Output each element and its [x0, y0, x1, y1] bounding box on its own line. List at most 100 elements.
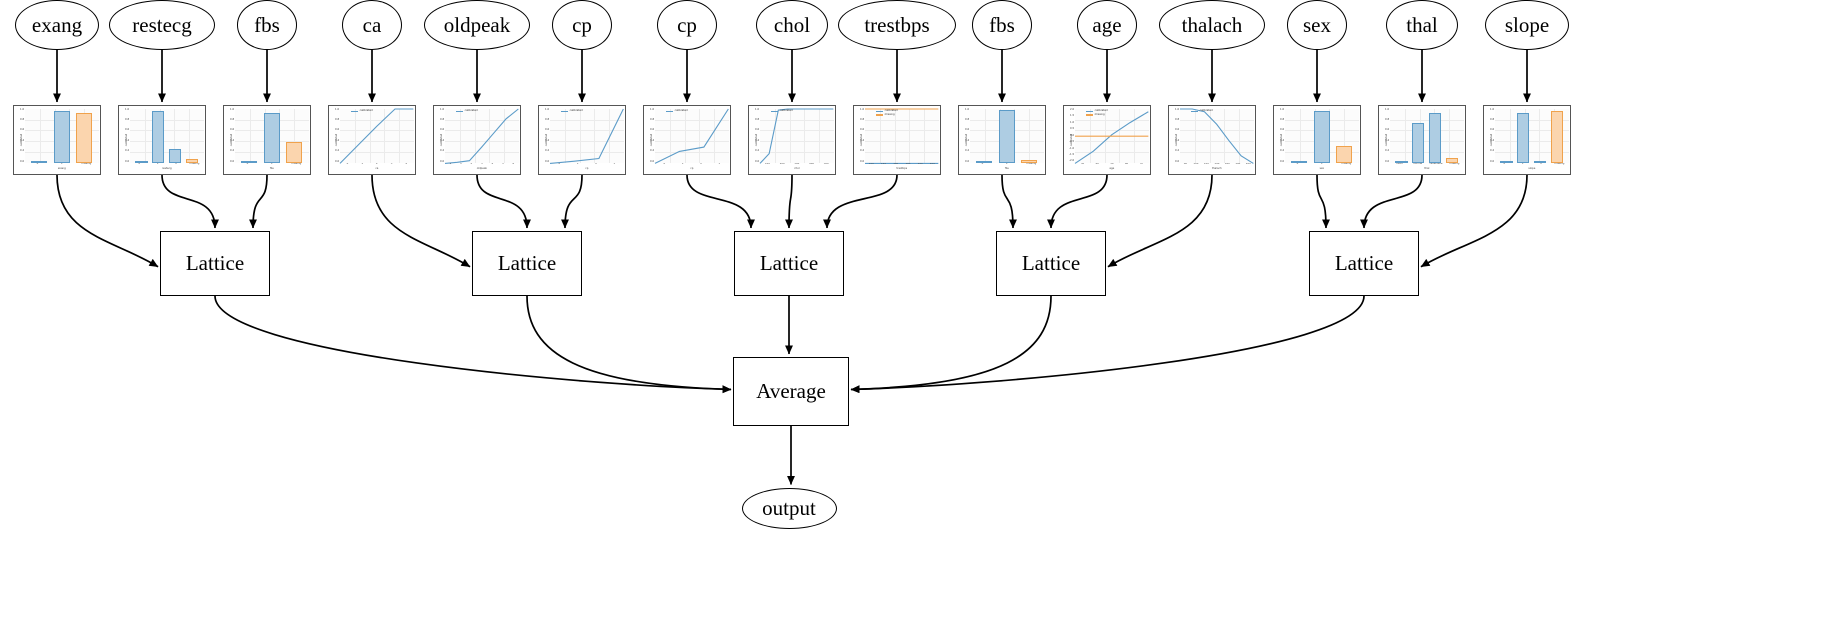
plot-y-axis-title: calibrated — [229, 133, 233, 147]
feature-input-cp-5[interactable]: cp — [552, 0, 612, 50]
x-tick-label: 4 — [405, 163, 408, 166]
y-tick-label: 0.8 — [1490, 118, 1495, 122]
edge — [526, 295, 732, 394]
gridline-h — [445, 119, 519, 121]
lattice-node-2[interactable]: Lattice — [734, 231, 844, 296]
legend-swatch-calibrated — [1190, 110, 1198, 113]
average-node[interactable]: Average — [733, 357, 849, 426]
plot-x-axis-title: trestbps — [896, 166, 908, 170]
gridline-v — [144, 108, 146, 164]
x-tick-label: 1 — [61, 163, 63, 166]
feature-input-chol-7[interactable]: chol — [756, 0, 828, 50]
bar-0 — [976, 161, 993, 164]
feature-input-ca-3[interactable]: ca — [342, 0, 402, 50]
feature-input-cp-6[interactable]: cp — [657, 0, 717, 50]
gridline-v — [249, 108, 251, 164]
y-tick-label: 0.6 — [1175, 128, 1180, 132]
x-tick-label: 2 — [470, 163, 473, 166]
plot-y-axis-title: calibrated — [124, 133, 128, 147]
y-tick-label: 1.0 — [650, 107, 655, 111]
y-tick-label: 0.6 — [1280, 128, 1285, 132]
lattice-node-4[interactable]: Lattice — [1309, 231, 1419, 296]
lattice-node-1[interactable]: Lattice — [472, 231, 582, 296]
legend-swatch-calibrated — [1085, 110, 1093, 113]
lattice-node-3[interactable]: Lattice — [996, 231, 1106, 296]
gridline-h — [550, 130, 624, 132]
legend-row: calibrated — [560, 109, 583, 113]
x-tick-label: missing — [1449, 163, 1460, 166]
gridline-h — [550, 141, 624, 143]
plot-canvas — [550, 109, 623, 163]
x-tick-label: 2 — [175, 163, 177, 166]
gridline-v — [579, 108, 581, 164]
lattice-node-0[interactable]: Lattice — [160, 231, 270, 296]
x-tick-label: 140 — [1214, 163, 1220, 166]
y-tick-label: 0.6 — [965, 128, 970, 132]
feature-input-thal-13[interactable]: thal — [1386, 0, 1458, 50]
feature-input-exang-0[interactable]: exang — [15, 0, 99, 50]
feature-input-sex-12[interactable]: sex — [1286, 0, 1348, 50]
gridline-v — [174, 108, 176, 164]
feature-input-oldpeak-4[interactable]: oldpeak — [423, 0, 531, 50]
feature-input-trestbps-8[interactable]: trestbps — [838, 0, 956, 50]
feature-input-label: fbs — [254, 12, 280, 37]
legend-label: calibrated — [884, 109, 898, 113]
gridline-v — [894, 108, 896, 164]
y-tick-label: 0.2 — [1385, 149, 1390, 153]
plot-x-axis-title: thalach — [1212, 166, 1222, 170]
legend-label: calibrated — [569, 109, 583, 113]
x-tick-label: 2 — [376, 163, 378, 166]
x-tick-label: 3 — [390, 163, 393, 166]
plot-y-axis-title: calibrated — [1174, 133, 1178, 147]
bar-reversible — [1429, 113, 1442, 164]
feature-input-restecg-1[interactable]: restecg — [108, 0, 216, 50]
edge — [1316, 174, 1330, 229]
output-node[interactable]: output — [741, 487, 837, 529]
x-tick-label: 180 — [1235, 163, 1241, 166]
feature-input-age-10[interactable]: age — [1076, 0, 1138, 50]
feature-input-slope-14[interactable]: slope — [1485, 0, 1569, 50]
y-tick-label: 0.4 — [650, 138, 655, 142]
edge — [686, 174, 755, 229]
gridline-h — [1390, 141, 1464, 143]
y-tick-label: 1.0 — [230, 107, 235, 111]
gridline-h — [340, 130, 414, 132]
y-tick-label: 0.6 — [230, 128, 235, 132]
y-tick-label: 0.0 — [545, 159, 550, 163]
y-tick-label: 0.0 — [860, 159, 865, 163]
gridline-h — [1495, 119, 1569, 121]
y-tick-label: 1.0 — [1070, 120, 1075, 124]
feature-input-thalach-11[interactable]: thalach — [1158, 0, 1266, 50]
feature-input-fbs-9[interactable]: fbs — [971, 0, 1033, 50]
lattice-node-label: Lattice — [185, 251, 245, 275]
y-tick-label: 0.5 — [1070, 127, 1075, 131]
x-tick-label: 120 — [1203, 163, 1209, 166]
legend-label: missing — [884, 112, 895, 116]
x-tick-label: 0 — [1296, 163, 1299, 166]
gridline-v — [984, 108, 986, 164]
gridline-v — [1509, 108, 1511, 164]
feature-input-fbs-2[interactable]: fbs — [236, 0, 298, 50]
